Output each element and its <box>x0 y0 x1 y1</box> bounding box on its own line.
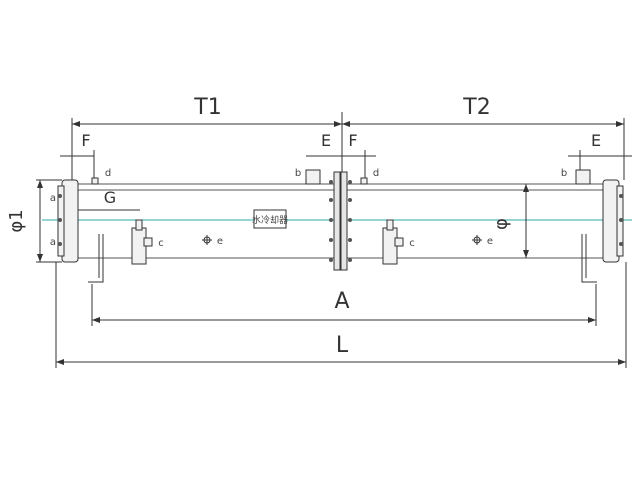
label-f-left: F <box>81 131 90 150</box>
label-f-mid: F <box>348 131 357 150</box>
left-flange <box>57 179 79 263</box>
label-c-right: c <box>409 238 415 249</box>
label-b-right: b <box>561 168 567 179</box>
label-b-mid: b <box>295 168 301 179</box>
support-foot-left <box>88 234 104 283</box>
dimension-l <box>55 262 627 368</box>
label-a-top: a <box>50 193 56 204</box>
dimension-phi <box>523 184 529 258</box>
label-g: G <box>104 188 116 207</box>
label-phi1: φ1 <box>6 209 27 232</box>
port-d-left <box>91 177 99 185</box>
label-e-mid: E <box>321 131 331 150</box>
crosshair-circle-icon <box>202 235 212 245</box>
label-e-right: e <box>487 236 493 247</box>
label-l: L <box>336 333 349 358</box>
label-a-bottom: a <box>50 237 56 248</box>
label-phi: φ <box>491 218 512 230</box>
label-d-left: d <box>105 168 111 179</box>
right-flange <box>602 179 624 263</box>
support-foot-right <box>581 234 597 283</box>
label-t2: T2 <box>462 95 490 120</box>
dimension-a <box>91 284 597 326</box>
port-d-mid <box>360 177 368 185</box>
crosshair-circle-icon <box>472 235 482 245</box>
dimension-f-e <box>60 150 632 178</box>
nameplate-text: 水冷却器 <box>252 214 288 226</box>
label-d-mid: d <box>373 168 379 179</box>
valve-c-left <box>131 219 153 265</box>
middle-joint <box>329 171 352 271</box>
nozzle-b-right <box>575 169 591 185</box>
valve-c-right <box>382 219 404 265</box>
nameplate <box>253 209 287 229</box>
dimension-phi1 <box>36 179 62 263</box>
label-e-left: e <box>217 236 223 247</box>
label-t1: T1 <box>193 95 221 120</box>
label-c-left: c <box>158 238 164 249</box>
label-e-right: E <box>591 131 601 150</box>
label-a: A <box>334 289 349 314</box>
nozzle-b-mid <box>305 169 321 185</box>
dimension-t1-t2 <box>71 112 625 180</box>
